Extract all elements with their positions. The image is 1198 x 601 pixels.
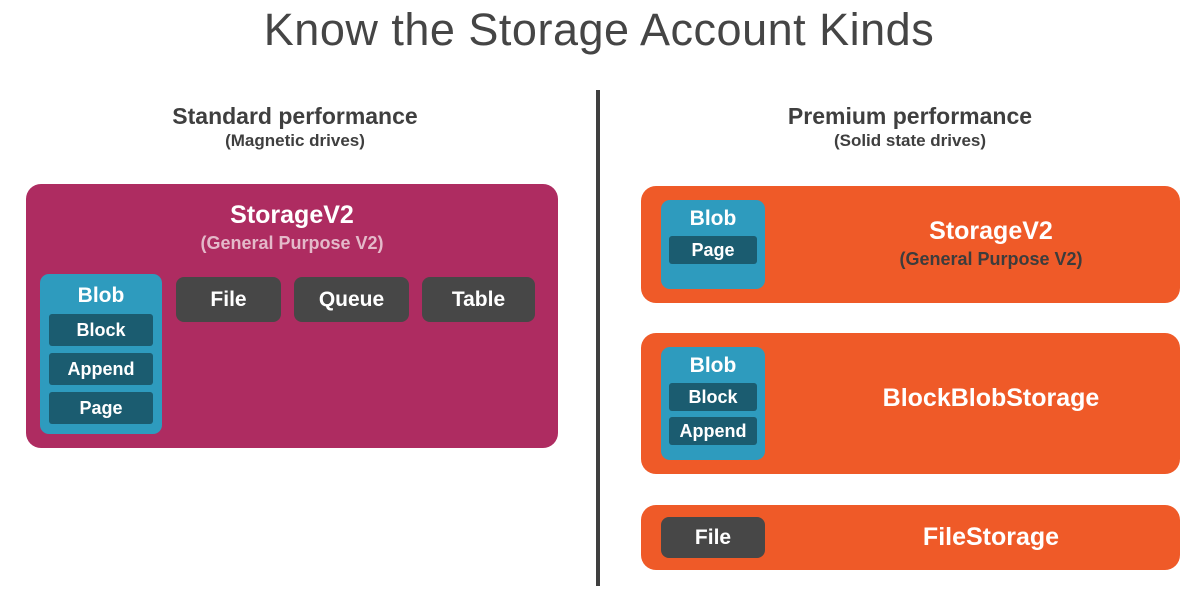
column-divider	[596, 90, 600, 586]
page-title: Know the Storage Account Kinds	[263, 4, 935, 55]
standard-blob-type-append: Append	[49, 353, 153, 385]
standard-panel-title-group: StorageV2 (General Purpose V2)	[26, 200, 558, 255]
standard-blob-label: Blob	[77, 284, 125, 307]
premium-filestorage-title-group: FileStorage	[821, 522, 1161, 553]
premium-blockblob-blob-group: Blob Block Append	[661, 347, 765, 460]
left-column-subheading: (Magnetic drives)	[225, 131, 365, 150]
standard-service-file: File	[176, 277, 281, 322]
premium-blockblob-blob-type-append: Append	[669, 417, 757, 445]
standard-panel-subtitle: (General Purpose V2)	[200, 233, 384, 253]
premium-filestorage-title: FileStorage	[922, 523, 1060, 551]
standard-service-queue: Queue	[294, 277, 409, 322]
premium-gpv2-blob-group: Blob Page	[661, 200, 765, 289]
premium-gpv2-title: StorageV2	[929, 217, 1053, 245]
standard-blob-type-page: Page	[49, 392, 153, 424]
right-column-subheading: (Solid state drives)	[833, 131, 987, 150]
standard-storagev2-panel: StorageV2 (General Purpose V2) Blob Bloc…	[26, 184, 558, 448]
premium-gpv2-subtitle: (General Purpose V2)	[899, 249, 1083, 269]
left-column-heading: Standard performance	[172, 103, 418, 129]
standard-blob-group: Blob Block Append Page	[40, 274, 162, 434]
right-column-header: Premium performance (Solid state drives)	[640, 102, 1180, 152]
premium-blockblob-title: BlockBlobStorage	[882, 384, 1100, 412]
premium-gpv2-blob-label: Blob	[689, 207, 737, 230]
premium-blockblob-blob-type-block: Block	[669, 383, 757, 411]
standard-blob-type-block: Block	[49, 314, 153, 346]
premium-storagev2-panel: Blob Page StorageV2 (General Purpose V2)	[641, 186, 1180, 303]
premium-gpv2-blob-type-page: Page	[669, 236, 757, 264]
left-column-header: Standard performance (Magnetic drives)	[30, 102, 560, 152]
premium-filestorage-panel: File FileStorage	[641, 505, 1180, 570]
premium-gpv2-title-group: StorageV2 (General Purpose V2)	[821, 216, 1161, 271]
premium-blockblob-blob-label: Blob	[689, 354, 737, 377]
premium-blockblobstorage-panel: Blob Block Append BlockBlobStorage	[641, 333, 1180, 474]
standard-service-table: Table	[422, 277, 535, 322]
right-column-heading: Premium performance	[787, 103, 1033, 129]
standard-panel-title: StorageV2	[230, 201, 354, 229]
premium-filestorage-service-file: File	[661, 517, 765, 558]
premium-blockblob-title-group: BlockBlobStorage	[821, 383, 1161, 414]
